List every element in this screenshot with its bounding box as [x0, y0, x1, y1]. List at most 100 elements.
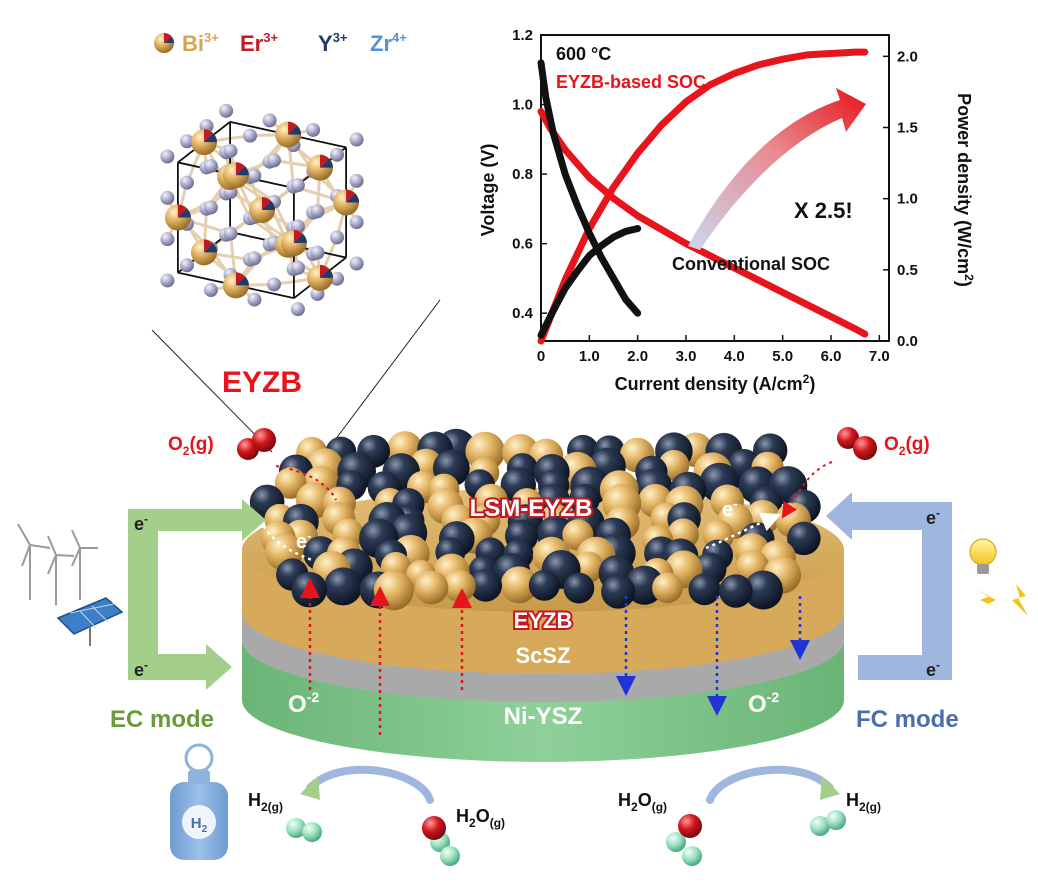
lsm-particle — [743, 570, 783, 610]
x-tick-label: 4.0 — [724, 348, 745, 365]
oxygen-atom — [243, 128, 258, 143]
y-tick-label: 0.8 — [512, 166, 533, 183]
lsm-particle — [601, 574, 636, 609]
y-cap — [288, 125, 302, 135]
er-cap — [288, 121, 298, 135]
oxygen-atom — [160, 273, 175, 288]
oxygen-atom — [179, 175, 194, 190]
y-cap — [177, 208, 191, 218]
er-cap — [320, 154, 329, 168]
oxygen-atom — [310, 204, 325, 219]
h2o-label-left: H2O(g) — [456, 806, 505, 830]
oxygen-atom — [160, 190, 175, 205]
improvement-arrow — [688, 88, 866, 250]
fc-circuit — [826, 492, 952, 680]
eyzb-particle — [652, 572, 683, 604]
oxygen-atom — [179, 134, 194, 149]
eyzb-soc-label: EYZB-based SOC — [556, 72, 706, 92]
oxygen-atom — [306, 122, 321, 137]
fc-reaction-arrow — [706, 765, 834, 804]
oxygen-atom — [203, 283, 218, 298]
x-tick-label: 3.0 — [676, 348, 697, 365]
legend-bi: Bi3+ — [182, 30, 219, 56]
bi-er-y-zr-legend-sphere-icon — [154, 33, 174, 53]
x-tick-label: 7.0 — [869, 348, 890, 365]
oxide-ion-left: O-2 — [288, 689, 319, 718]
series-line-0-voltage — [537, 108, 869, 338]
er-cap — [293, 230, 303, 244]
y2-tick-label: 0.0 — [897, 333, 918, 350]
lsm-particle — [688, 573, 721, 606]
electron-label-left: e- — [296, 528, 311, 553]
x-tick-label: 5.0 — [772, 348, 793, 365]
er-cap — [204, 239, 213, 253]
er-cap — [262, 197, 271, 210]
wind-turbine-icon — [17, 523, 98, 605]
oxygen-atom — [290, 302, 305, 317]
conventional-soc-label: Conventional SOC — [672, 254, 830, 274]
y-cap — [262, 201, 275, 210]
ec-circuit — [128, 499, 266, 690]
legend-y: Y3+ — [318, 30, 348, 56]
oxygen-atom — [330, 271, 345, 286]
h2-molecule-left-icon — [286, 818, 322, 842]
eyzb-particle — [414, 570, 449, 605]
ec-reaction-arrowhead — [300, 776, 320, 800]
h2-molecule-right-icon — [810, 810, 846, 836]
o2-path-left — [275, 465, 337, 501]
ec-reaction-arrow — [306, 765, 434, 804]
oxygen-atom — [290, 260, 305, 275]
y2-tick-label: 1.5 — [897, 120, 918, 137]
x-tick-label: 6.0 — [821, 348, 842, 365]
y2-axis-label: Power density (W/cm2) — [954, 93, 976, 287]
oxygen-atom — [223, 226, 238, 241]
oxygen-atom — [203, 200, 218, 215]
y-cap — [320, 158, 333, 168]
lsm-particle — [787, 521, 821, 556]
lsm-eyzb-particle-layer — [249, 428, 821, 611]
y-tick-label: 0.4 — [512, 305, 534, 322]
oxygen-atom — [266, 153, 281, 168]
y2-tick-label: 2.0 — [897, 48, 918, 65]
cathode-label: LSM-EYZB — [470, 495, 593, 522]
chart-series — [537, 48, 869, 345]
y-cap — [235, 276, 249, 286]
oxygen-atom — [203, 159, 218, 174]
oxygen-atom — [349, 132, 364, 147]
er-cap — [204, 129, 213, 143]
ec-electron-bottom: e- — [134, 658, 148, 680]
y2-tick-label: 0.5 — [897, 262, 918, 279]
fluorite-crystal-structure — [160, 103, 364, 317]
x-tick-label: 0 — [537, 348, 545, 365]
x-tick-label: 2.0 — [627, 348, 648, 365]
oxygen-atom — [262, 113, 277, 128]
oxygen-atom — [349, 215, 364, 230]
oxygen-atom — [247, 251, 262, 266]
ec-electron-top: e- — [134, 512, 148, 534]
fc-electron-top: e- — [926, 506, 940, 528]
er-cap — [235, 272, 245, 286]
layer-label-eyzb: EYZB — [514, 608, 573, 633]
y-cap — [293, 234, 307, 244]
zoom-line-left — [151, 329, 273, 453]
solar-panel-icon — [56, 597, 124, 646]
lsm-particle — [563, 572, 595, 604]
oxygen-atom — [247, 292, 262, 307]
oxygen-atom — [160, 149, 175, 164]
o2-molecule-left-icon — [237, 428, 276, 460]
oxide-ion-arrows — [300, 578, 810, 735]
legend-zr: Zr4+ — [370, 30, 407, 56]
oxygen-atom — [247, 168, 262, 183]
y-tick-label: 1.0 — [512, 97, 533, 114]
y-cap — [204, 133, 217, 143]
fc-reaction-arrowhead — [820, 776, 840, 800]
oxygen-atom — [160, 232, 175, 247]
oxygen-atom — [266, 277, 281, 292]
lsm-particle — [324, 567, 363, 606]
cell-disk — [242, 428, 844, 762]
hydrogen-tank-icon — [170, 743, 228, 860]
x-axis-label: Current density (A/cm2) — [615, 372, 816, 394]
